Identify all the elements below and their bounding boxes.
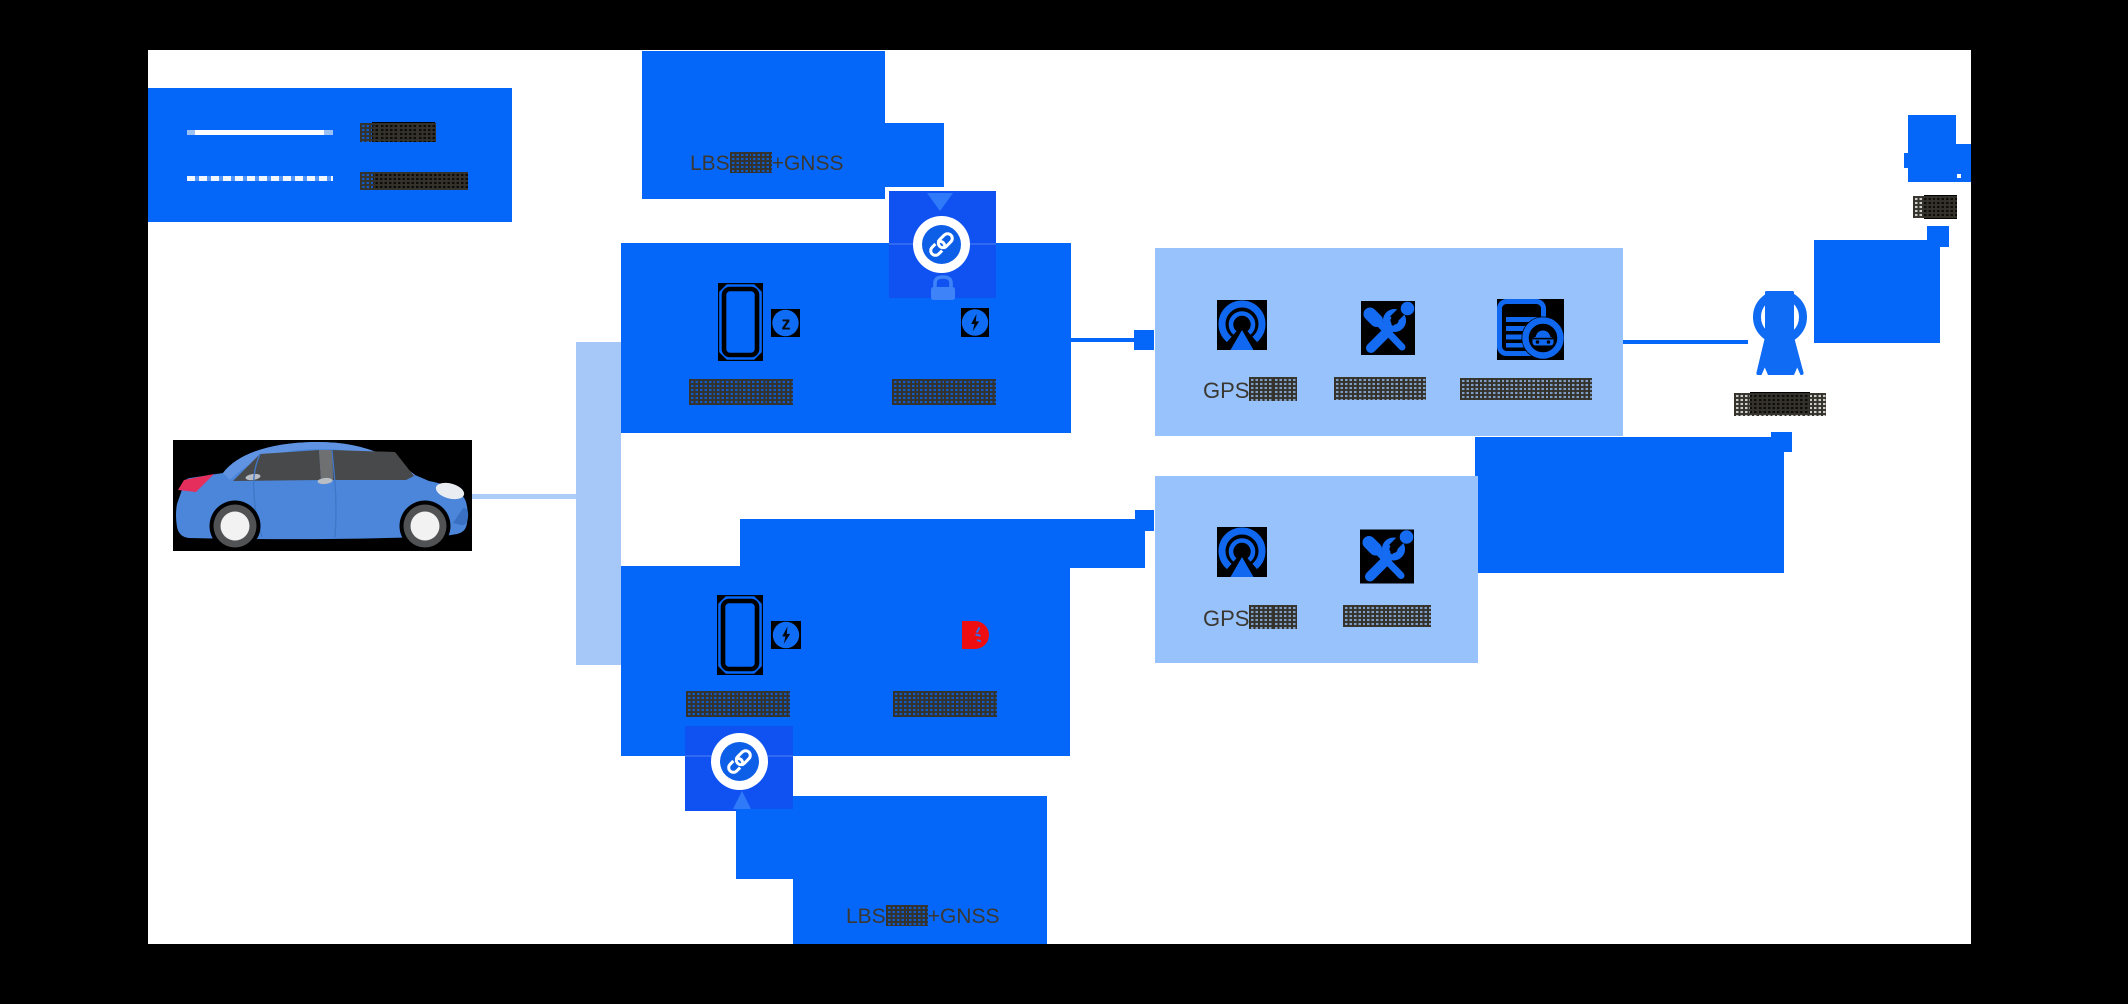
svg-text:z: z [782, 314, 791, 334]
